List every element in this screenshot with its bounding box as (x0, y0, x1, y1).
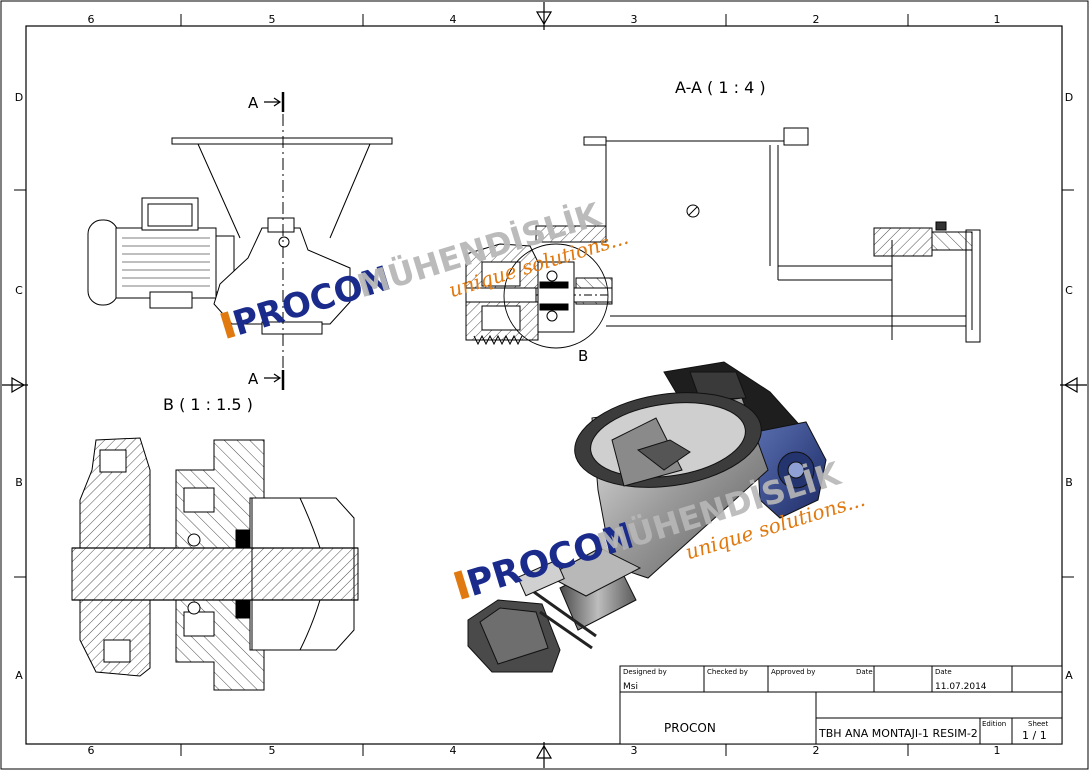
zone-col-6-bottom: 6 (88, 744, 95, 757)
company-name: PROCON (664, 721, 716, 735)
section-marker-top: A (248, 94, 259, 112)
edition-label: Edition (982, 720, 1006, 728)
zone-col-3-bottom: 3 (631, 744, 638, 757)
title-block (619, 665, 1063, 745)
checked-by-label: Checked by (707, 668, 748, 676)
zone-row-d-left: D (15, 91, 23, 104)
zone-row-a-right: A (1065, 669, 1073, 682)
zone-row-b-right: B (1065, 476, 1073, 489)
zone-row-d-right: D (1065, 91, 1073, 104)
zone-ticks (14, 14, 1074, 756)
drawing-title: TBH ANA MONTAJI-1 RESIM-2 (818, 727, 978, 740)
isometric-3d-view (467, 361, 827, 673)
zone-col-2-top: 2 (813, 13, 820, 26)
zone-col-1-top: 1 (994, 13, 1001, 26)
section-marker-bottom: A (248, 370, 259, 388)
detail-view-label: B ( 1 : 1.5 ) (163, 395, 253, 414)
zone-col-3-top: 3 (631, 13, 638, 26)
zone-labels: 6 5 4 3 2 1 6 5 4 3 2 1 D C B A D C B A (15, 13, 1073, 757)
zone-row-c-right: C (1065, 284, 1073, 297)
zone-col-5-bottom: 5 (269, 744, 276, 757)
date-label-approved: Date (856, 668, 873, 676)
sheet-label: Sheet (1028, 720, 1048, 728)
designed-by-label: Designed by (623, 668, 667, 676)
zone-col-6-top: 6 (88, 13, 95, 26)
zone-col-5-top: 5 (269, 13, 276, 26)
detail-view-b (71, 437, 359, 691)
section-view-aa (465, 127, 981, 349)
zone-col-1-bottom: 1 (994, 744, 1001, 757)
approved-by-label: Approved by (771, 668, 815, 676)
section-view-label: A-A ( 1 : 4 ) (675, 78, 766, 97)
sheet-value: 1 / 1 (1022, 729, 1047, 742)
detail-marker: B (578, 347, 588, 365)
zone-row-c-left: C (15, 284, 23, 297)
zone-row-b-left: B (15, 476, 23, 489)
date-label-right: Date (935, 668, 952, 676)
zone-col-4-bottom: 4 (450, 744, 457, 757)
zone-col-4-top: 4 (450, 13, 457, 26)
title-block-text: Designed by Msi Checked by Approved by D… (623, 668, 1048, 742)
front-view (87, 92, 393, 392)
zone-col-2-bottom: 2 (813, 744, 820, 757)
zone-row-a-left: A (15, 669, 23, 682)
designed-by-value: Msi (623, 682, 638, 692)
date-value: 11.07.2014 (935, 682, 987, 692)
